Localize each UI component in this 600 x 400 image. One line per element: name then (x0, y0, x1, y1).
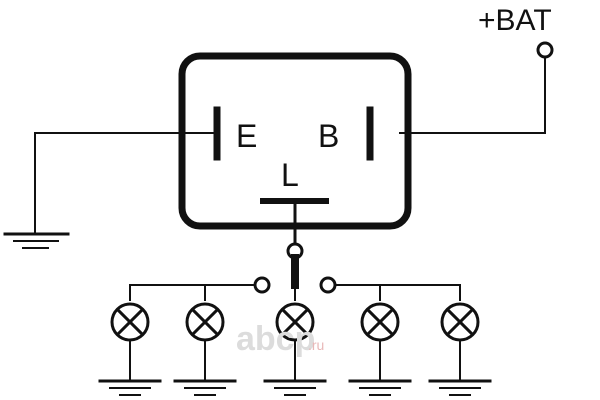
switch-contact-right (319, 276, 337, 294)
lamp-cross (281, 308, 309, 336)
lamp-cross (366, 308, 394, 336)
lamp-2 (173, 302, 237, 396)
battery-terminal (536, 41, 554, 59)
lamp-cross (191, 308, 219, 336)
ground-symbol (428, 379, 492, 396)
lamp-3 (263, 302, 327, 396)
lamp-group (98, 302, 492, 396)
pin-e-label: E (236, 118, 257, 154)
ground-symbol (348, 379, 412, 396)
pin-l-label: L (281, 157, 299, 193)
switch-contact-left (253, 276, 271, 294)
ground-wire-e (34, 132, 216, 234)
right-bus-wire (334, 284, 461, 301)
watermark-suffix: .ru (308, 337, 324, 353)
lamp-cross (116, 308, 144, 336)
battery-wire (399, 56, 546, 134)
lamp-cross (446, 308, 474, 336)
left-bus-wire (129, 284, 256, 301)
ground-symbol (263, 379, 327, 396)
lamp-4 (348, 302, 412, 396)
battery-label: +BAT (478, 4, 552, 37)
ground-symbol (98, 379, 162, 396)
pin-b-label: B (318, 118, 339, 154)
lamp-5 (428, 302, 492, 396)
lamp-1 (98, 302, 162, 396)
ground-symbol-e (3, 232, 70, 249)
watermark-main: abcp (236, 320, 315, 358)
ground-symbol (173, 379, 237, 396)
